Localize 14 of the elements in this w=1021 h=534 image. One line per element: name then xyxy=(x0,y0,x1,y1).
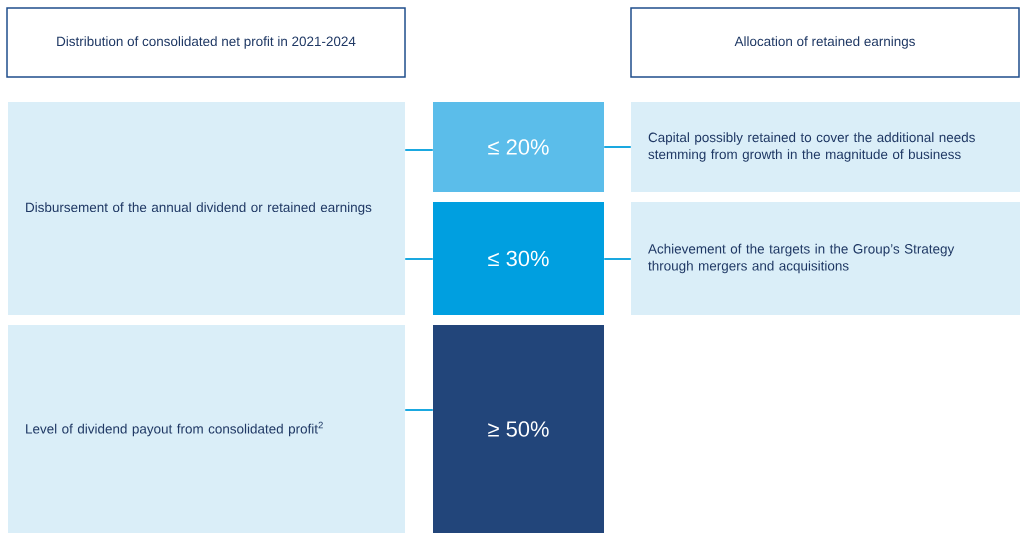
connector-line xyxy=(603,146,632,148)
connector-line xyxy=(404,258,434,260)
connector-line xyxy=(404,149,434,151)
text-box: Level of dividend payout from consolidated profit$^{2}$ xyxy=(8,325,405,533)
header-box: Distribution of consolidated net profit in 2021-2024 xyxy=(6,7,406,78)
header-box: Allocation of retained earnings xyxy=(630,7,1020,78)
connector-line xyxy=(603,258,632,260)
text-box: Disbursement of the annual dividend or retained earnings xyxy=(8,102,405,315)
connector-line xyxy=(404,409,434,411)
percentage-box: ≥ 50% xyxy=(433,325,604,533)
text-box: Capital possibly retained to cover the additional needs stemming from growth in the magnitude of business xyxy=(631,102,1020,192)
percentage-box: ≤ 20% xyxy=(433,102,604,192)
text-box: Achievement of the targets in the Group’s Strategy through mergers and acquisitions xyxy=(631,202,1020,315)
percentage-box: ≤ 30% xyxy=(433,202,604,315)
